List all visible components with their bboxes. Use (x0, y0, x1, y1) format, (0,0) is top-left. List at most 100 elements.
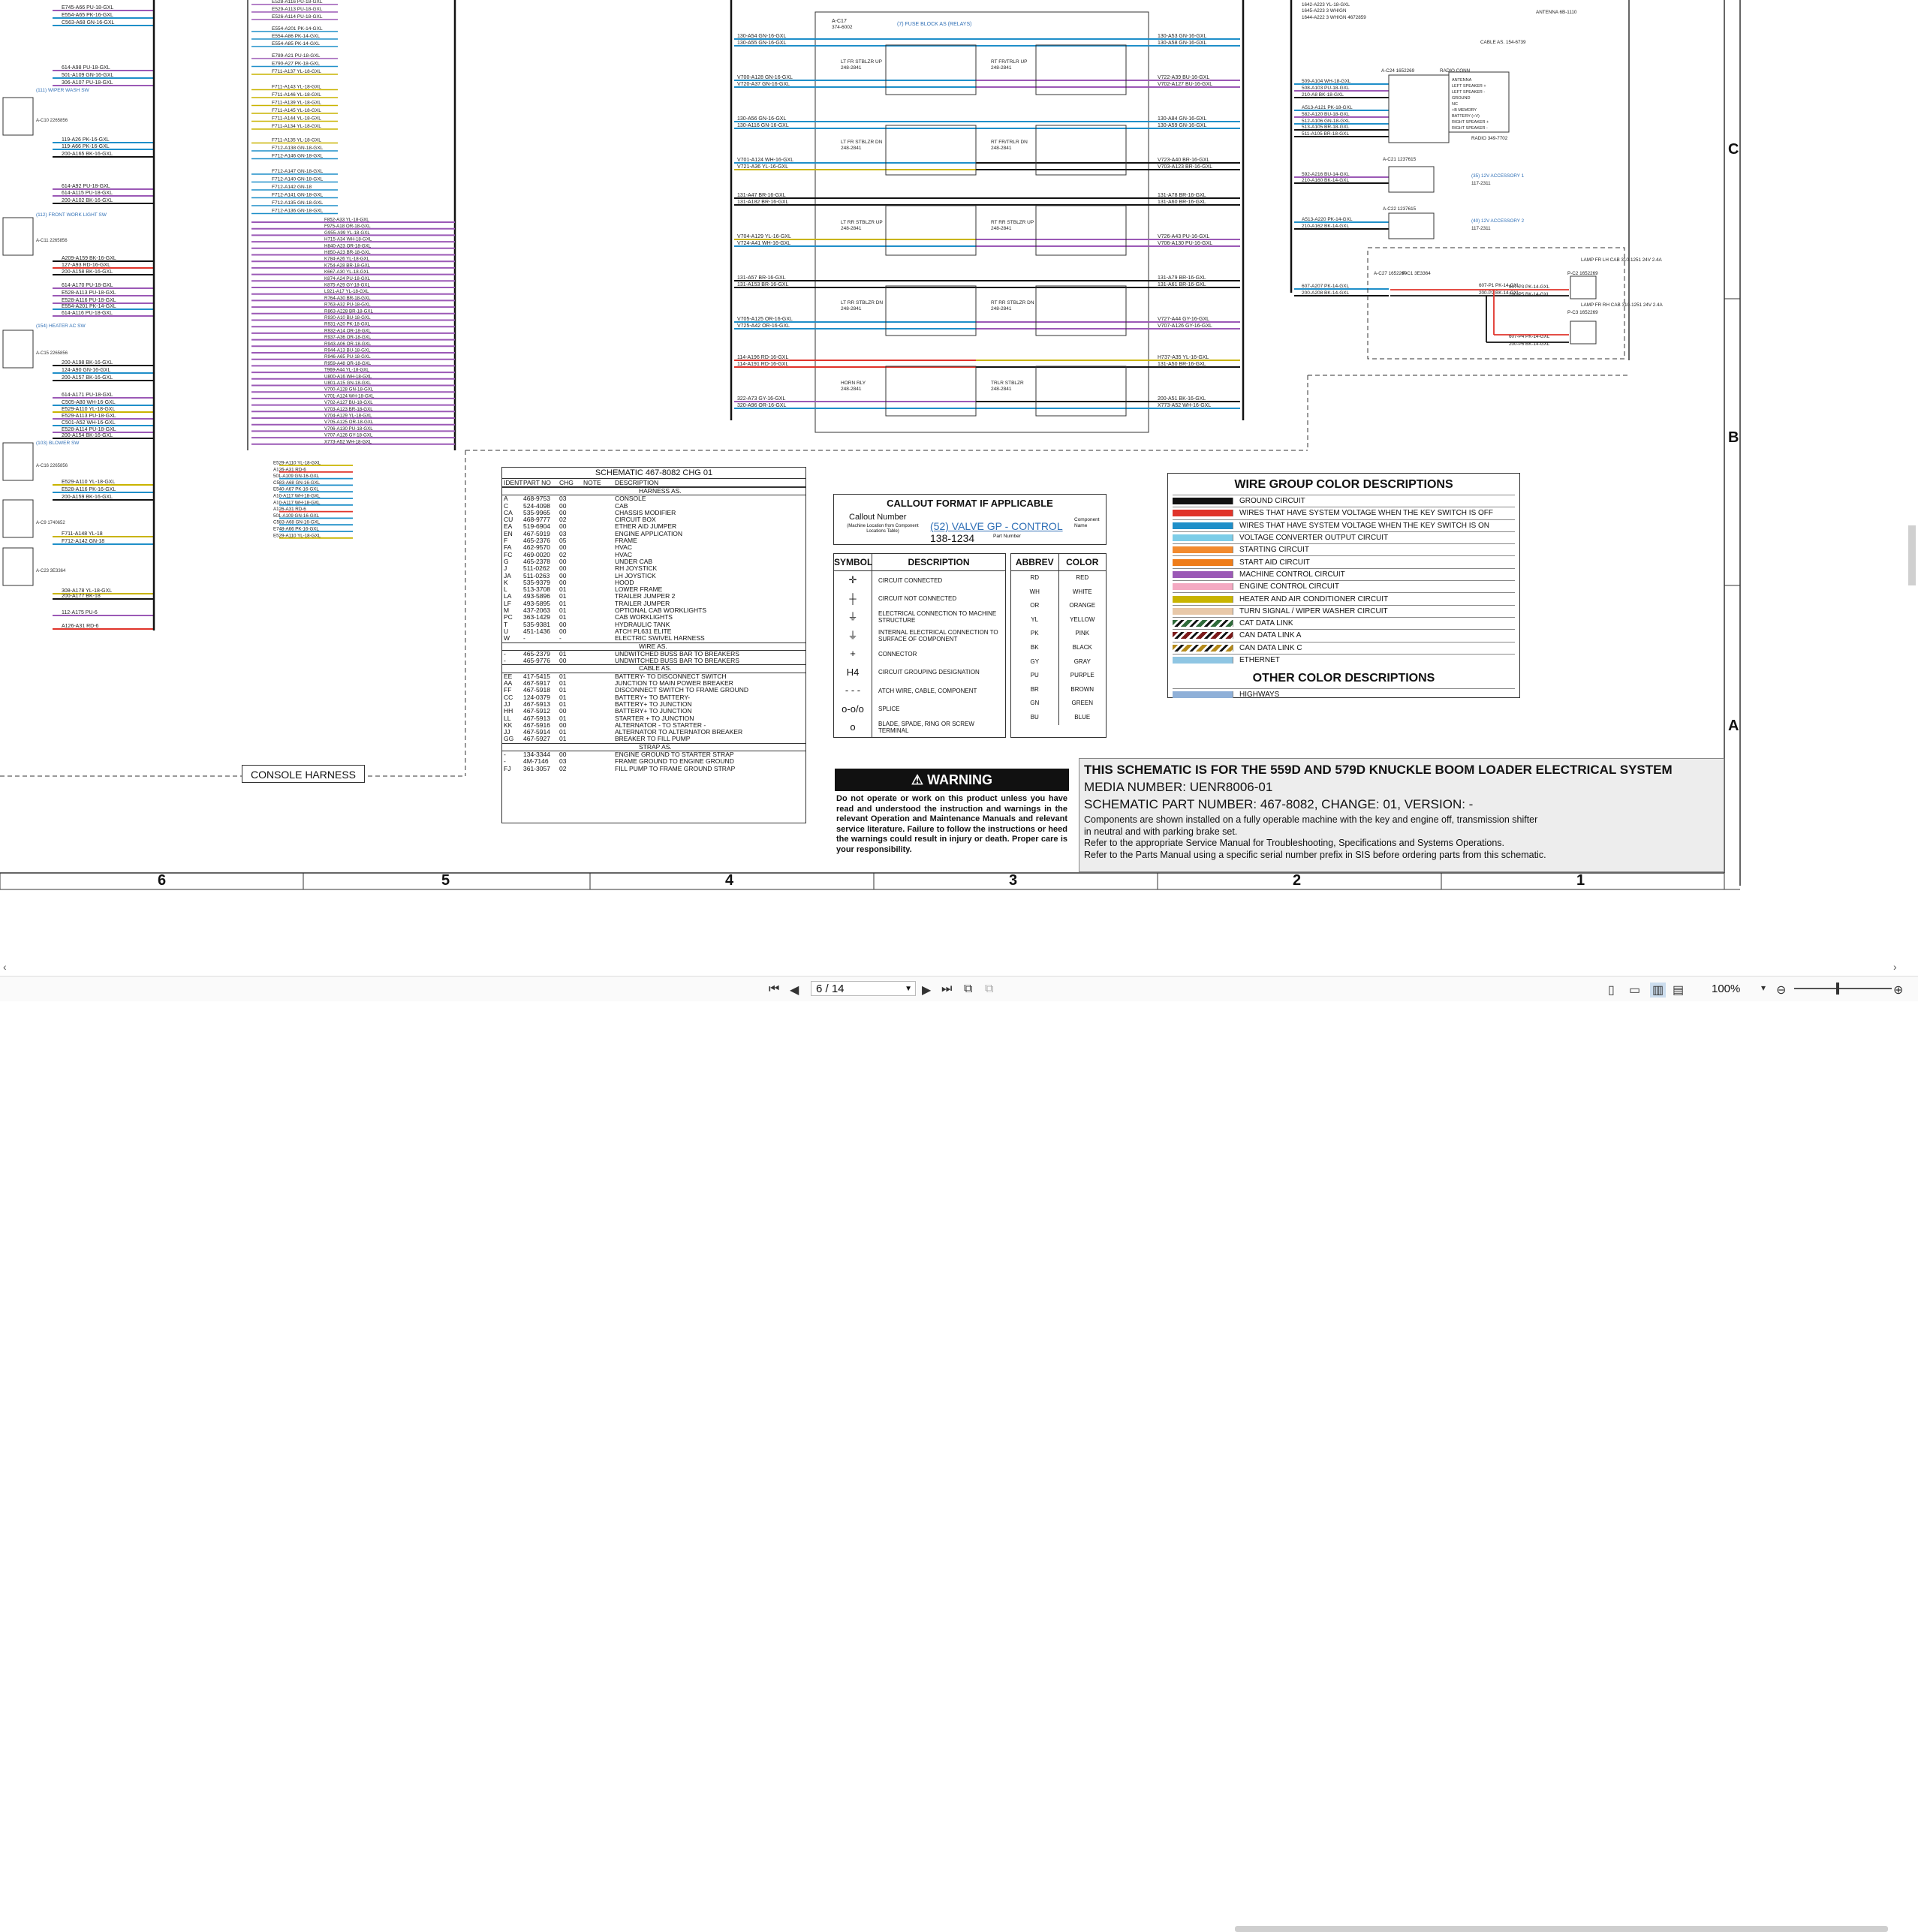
single-page-icon[interactable]: ▯ (1608, 984, 1615, 997)
table-cell: 535-9379 (523, 578, 550, 586)
col-part: PART NO (523, 479, 551, 486)
radio-right-label: 117-2311 (1471, 226, 1491, 231)
table-cell: FILL PUMP TO FRAME GROUND STRAP (615, 764, 736, 772)
radio-right-label: 1642-A223 YL-18-GXL (1302, 2, 1350, 8)
prev-page-icon[interactable]: ◀ (790, 984, 799, 997)
fit-page-icon[interactable]: ⧉ (964, 983, 973, 995)
top-center-label: E789-A21 PU-18-GXL (272, 53, 321, 59)
zone-b: B (1728, 429, 1739, 446)
symbol-row: ✛CIRCUIT CONNECTED (834, 571, 1005, 590)
top-center-label: E790-A27 PK-18-GXL (272, 62, 320, 67)
top-center-label: F711-A139 YL-18-GXL (272, 101, 321, 106)
table-cell (583, 600, 615, 607)
connector-label: A-C16 2265856 (36, 464, 68, 468)
description-header: DESCRIPTION (908, 557, 970, 567)
table-cell: L (504, 585, 507, 594)
zoom-slider-knob[interactable] (1836, 983, 1839, 995)
zoom-out-icon[interactable]: ⊖ (1776, 984, 1787, 997)
lamp-lh (1570, 275, 1597, 299)
first-page-icon[interactable]: ⏮ (769, 983, 780, 995)
left-connector (2, 442, 34, 481)
wire-color-label: GROUND CIRCUIT (1239, 497, 1305, 506)
table-cell (583, 586, 615, 593)
table-cell: 02 (559, 764, 567, 772)
symbol-header: SYMBOL (834, 554, 872, 570)
table-cell: CAB WORKLIGHTS (615, 613, 673, 621)
relay-name: LT RR STBLZR UP (841, 220, 883, 225)
relay-right-label: V726-A43 PU-16-GXL (1158, 234, 1209, 239)
relay-name: LT FR STBLZR UP (841, 59, 882, 65)
purple-bundle-label: H715-A34 WH-18-GXL (324, 237, 372, 242)
relay-left-label: 130-A55 GN-16-GXL (737, 41, 786, 46)
table-cell: 01 (559, 686, 567, 694)
viewer-toolbar: ⏮ ◀ 6 / 14▼ ▶ ⏭ ⧉ ⧉ ▯ ▭ ▥ ▤ 100% ▾ ⊖ ⊕ (0, 976, 1918, 1001)
radio-right-label: CABLE AS. 154-6739 (1480, 40, 1526, 45)
abbrev-color-name: BROWN (1070, 685, 1094, 693)
radio-right-label: A-C21 1237615 (1383, 157, 1417, 162)
radio-left-label: 512-A106 GN-18-GXL (1302, 119, 1350, 124)
wire-color-swatch (1173, 583, 1233, 591)
table-cell: EE (504, 672, 513, 680)
purple-bundle-label: G955-A99 YL-18-GXL (324, 230, 370, 236)
zone-a: A (1728, 718, 1739, 734)
symbol-description: CIRCUIT GROUPING DESIGNATION (878, 669, 980, 676)
continuous-icon[interactable]: ▭ (1629, 984, 1641, 997)
left-wire-label: E554-A201 PK-14-GXL (62, 304, 116, 309)
table-cell: LOWER FRAME (615, 585, 663, 594)
table-group-label: WIRE AS. (502, 642, 805, 651)
table-cell (583, 673, 615, 680)
left-wire-label: 614-A115 PU-18-GXL (62, 191, 113, 196)
wire-color-swatch (1173, 570, 1233, 578)
table-cell: LA (504, 592, 512, 600)
table-cell: CC (504, 693, 513, 701)
abbrev-color-name: GRAY (1073, 658, 1091, 665)
left-wire-label: 112-A175 PU-6 (62, 610, 98, 615)
table-cell (583, 751, 615, 758)
two-page-icon[interactable]: ▥ (1650, 983, 1667, 998)
table-cell: JJ (504, 700, 510, 708)
zoom-dropdown-icon[interactable]: ▾ (1761, 983, 1766, 993)
relay-right-label: 131-A61 BR-16-GXL (1158, 282, 1206, 287)
zoom-in-icon[interactable]: ⊕ (1893, 984, 1904, 997)
callout-example-link[interactable]: (52) VALVE GP - CONTROL (930, 520, 1063, 532)
wire-color-swatch (1173, 558, 1233, 566)
radio-right-label: RADIO 349-7702 (1471, 136, 1508, 141)
vertical-scroll-thumb[interactable] (1908, 525, 1916, 585)
zoom-level[interactable]: 100% (1712, 983, 1741, 995)
radio-connector (1388, 74, 1450, 143)
next-page-icon[interactable]: ▶ (922, 984, 932, 997)
purple-bundle-label: V702-A127 BU-18-GXL (324, 400, 373, 405)
component-link: (103) BLOWER SW (36, 441, 80, 446)
last-page-icon[interactable]: ⏭ (941, 983, 953, 995)
relay-left-label: 131-A47 BR-16-GXL (737, 193, 786, 198)
two-page-continuous-icon[interactable]: ▤ (1673, 984, 1685, 997)
table-cell: HVAC (615, 543, 632, 552)
page-dropdown-icon[interactable]: ▼ (905, 985, 912, 993)
fit-width-icon[interactable]: ⧉ (985, 983, 994, 995)
relay-part: 248-2841 (991, 306, 1012, 311)
horizontal-scroll-thumb[interactable] (1235, 1926, 1888, 1932)
left-wire-label: 200-A165 BK-16-GXL (62, 152, 113, 157)
symbol-description: INTERNAL ELECTRICAL CONNECTION TO SURFAC… (878, 628, 998, 642)
table-cell: STARTER + TO JUNCTION (615, 714, 694, 722)
wire-color-swatch (1173, 534, 1233, 542)
table-cell (583, 607, 615, 614)
purple-bundle-label: V705-A125 OR-18-GXL (324, 420, 374, 425)
table-cell: 361-3057 (523, 764, 550, 772)
scroll-right-icon[interactable]: › (1893, 961, 1897, 973)
scroll-left-icon[interactable]: ‹ (3, 961, 7, 973)
table-cell: - (504, 757, 506, 766)
table-cell (583, 687, 615, 694)
purple-bundle-label: R944-A13 BU-18-GXL (324, 348, 371, 354)
page-number-input[interactable]: 6 / 14▼ (811, 981, 916, 996)
zoom-slider[interactable] (1794, 988, 1892, 989)
vertical-scrollbar[interactable] (1907, 0, 1918, 961)
left-wire-label: 200-A102 BK-16-GXL (62, 198, 113, 203)
radio-unit (1448, 71, 1510, 133)
relay-left-label: V700-A128 GN-16-GXL (737, 75, 793, 80)
